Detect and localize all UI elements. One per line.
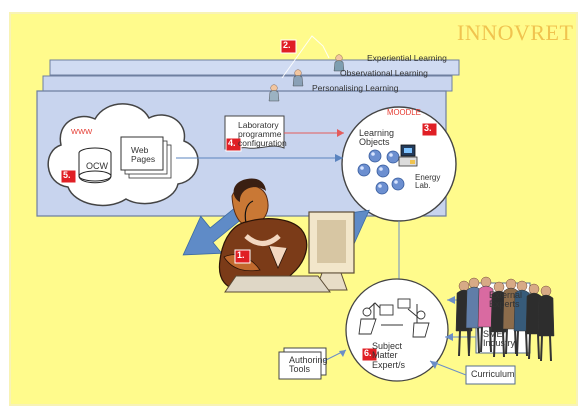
team-person-head-3	[480, 276, 492, 288]
learning-object-node-1	[368, 149, 382, 163]
learning-object-node-highlight-4	[379, 167, 383, 171]
team-person-legs-7	[528, 333, 540, 360]
person-hair	[233, 178, 266, 202]
team-person-head-2	[468, 277, 480, 289]
team-person-legs-6	[516, 330, 528, 357]
number-marker-2	[280, 39, 297, 54]
energy-lab-light	[410, 160, 415, 164]
curriculum-box	[465, 365, 516, 385]
external-experts-arrowhead	[447, 296, 455, 304]
team-person-head-6	[516, 280, 528, 292]
learning-layer-connector	[281, 35, 330, 79]
team-person-legs-8	[540, 335, 552, 362]
lab-programme-to-moodle-arrowhead	[337, 129, 344, 137]
computer-screen	[317, 220, 346, 263]
energy-lab-screen	[404, 148, 412, 153]
experiential-learning-panel	[49, 59, 460, 76]
www-to-moodle-arrowhead	[335, 154, 343, 162]
sme-person-body	[358, 318, 377, 335]
arrow-to-www	[182, 204, 240, 256]
energy-lab-cpu	[398, 156, 418, 167]
number-marker-5	[60, 169, 77, 184]
team-person-legs-2	[468, 327, 480, 354]
learning-object-node-highlight-1	[371, 152, 375, 156]
person-collar	[244, 234, 281, 246]
observational-learning-icon-body	[292, 75, 304, 87]
number-marker-4	[225, 137, 242, 152]
learning-object-node-5	[391, 177, 405, 191]
personalising-learning-icon-body	[268, 90, 280, 102]
team-person-legs-5	[505, 328, 517, 355]
team-person-legs-4	[493, 331, 505, 358]
web-page-front	[120, 136, 164, 171]
learning-object-node-4	[376, 164, 390, 178]
learning-object-node-highlight-6	[378, 184, 382, 188]
observational-learning-panel	[42, 75, 453, 92]
experiential-learning-icon-body	[333, 60, 345, 72]
learning-object-node-highlight-5	[394, 180, 398, 184]
number-marker-1	[234, 249, 251, 264]
sme-person-body-right	[412, 322, 430, 338]
subject-matter-workstation-lines	[362, 302, 421, 328]
learning-object-node-highlight-2	[389, 153, 393, 157]
authoring-tools-page-front	[278, 351, 322, 380]
number-marker-3	[421, 122, 438, 137]
authoring-tools-arrowhead	[339, 350, 346, 357]
team-person-legs-3	[480, 326, 492, 353]
yellow-background-highlight	[9, 12, 578, 406]
team-person-head-4	[493, 281, 505, 293]
person-shirt	[268, 245, 288, 270]
computer-keyboard	[224, 275, 331, 293]
learning-object-node-6	[375, 181, 389, 195]
person-headset	[244, 200, 254, 224]
number-marker-6	[361, 347, 378, 362]
learning-object-node-3	[357, 163, 371, 177]
ocw-cylinder-body	[78, 153, 112, 184]
ocw-cylinder-bottom	[78, 170, 112, 182]
innovret-brand-title: INNOVRET	[457, 20, 574, 45]
learning-object-node-2	[386, 150, 400, 164]
team-person-head-8	[540, 285, 552, 297]
sme-monitor-left	[379, 304, 394, 316]
sme-person-head-right	[416, 310, 426, 320]
team-person-head-7	[528, 283, 540, 295]
sme-monitor-right	[397, 298, 411, 309]
learning-object-node-highlight-3	[360, 166, 364, 170]
team-person-head-5	[505, 278, 517, 290]
curriculum-arrowhead	[430, 361, 438, 369]
team-person-body-8	[537, 294, 555, 337]
sme-industry-arrowhead	[445, 333, 453, 341]
sme-person-head	[362, 307, 372, 317]
